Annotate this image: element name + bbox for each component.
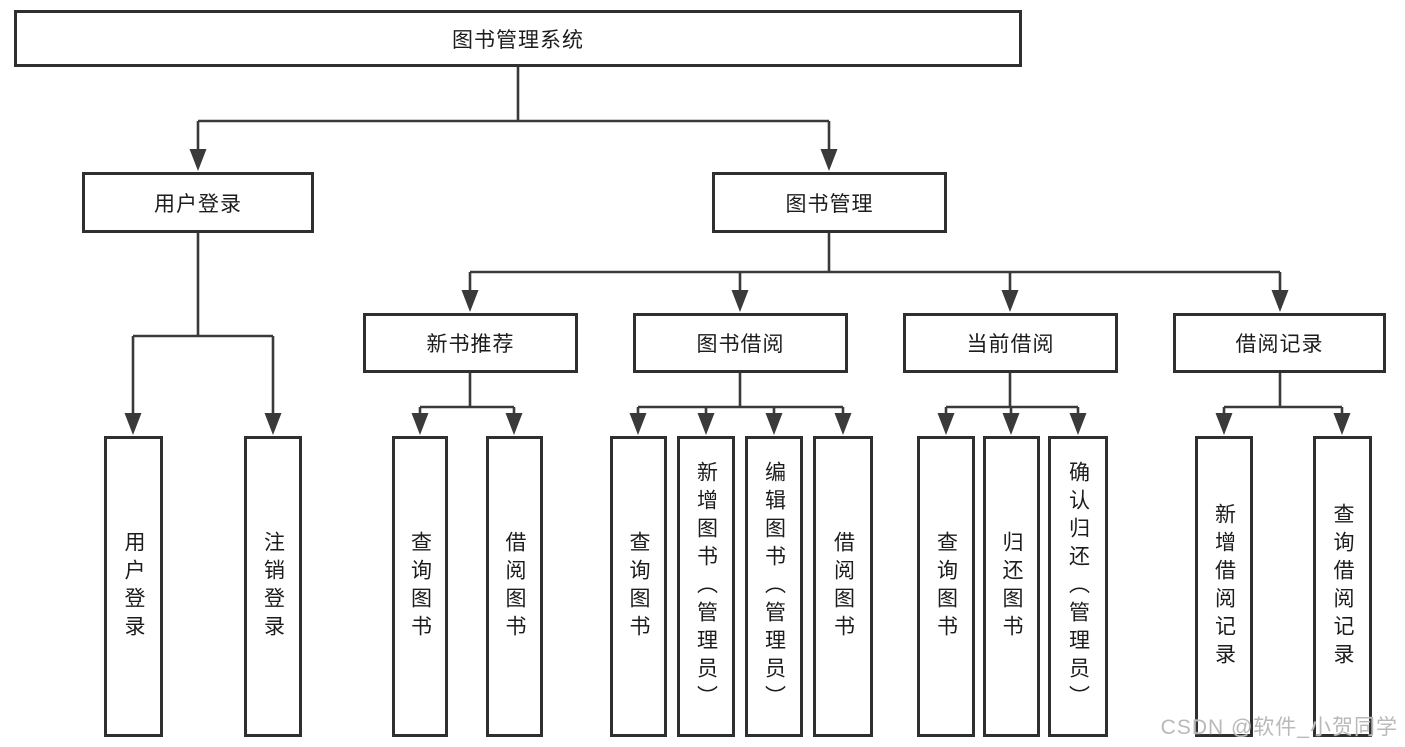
leaf-return-books: 归还图书 bbox=[983, 436, 1040, 737]
leaf-edit-books-admin: 编辑图书（管理员） bbox=[745, 436, 803, 737]
node-current-borrowing: 当前借阅 bbox=[903, 313, 1118, 373]
node-label: 确认归还（管理员） bbox=[1066, 460, 1090, 713]
node-label: 新增借阅记录 bbox=[1212, 502, 1236, 671]
csdn-watermark: CSDN @软件_小贺同学 bbox=[1160, 716, 1398, 739]
node-label: 查询图书 bbox=[627, 530, 650, 643]
node-label: 查询图书 bbox=[408, 530, 432, 643]
leaf-query-books-3: 查询图书 bbox=[917, 436, 975, 737]
node-new-book-recommend: 新书推荐 bbox=[363, 313, 578, 373]
leaf-confirm-return-admin: 确认归还（管理员） bbox=[1048, 436, 1108, 737]
node-label: 借阅记录 bbox=[1235, 333, 1324, 356]
leaf-borrow-books-1: 借阅图书 bbox=[486, 436, 543, 737]
leaf-query-books-2: 查询图书 bbox=[610, 436, 667, 737]
node-library-management-system: 图书管理系统 bbox=[14, 10, 1022, 67]
node-user-login-branch: 用户登录 bbox=[82, 172, 314, 233]
node-label: 新书推荐 bbox=[426, 333, 515, 356]
node-book-management-branch: 图书管理 bbox=[712, 172, 947, 233]
leaf-borrow-books-2: 借阅图书 bbox=[813, 436, 873, 737]
node-label: 用户登录 bbox=[122, 530, 145, 643]
leaf-user-login: 用户登录 bbox=[104, 436, 163, 737]
leaf-query-books-1: 查询图书 bbox=[392, 436, 448, 737]
node-label: 编辑图书（管理员） bbox=[762, 460, 786, 713]
node-label: 借阅图书 bbox=[831, 530, 855, 643]
node-label: 图书借阅 bbox=[696, 333, 785, 356]
node-label: 注销登录 bbox=[261, 530, 285, 643]
node-book-borrowing: 图书借阅 bbox=[633, 313, 848, 373]
leaf-add-books-admin: 新增图书（管理员） bbox=[677, 436, 735, 737]
node-label: 新增图书（管理员） bbox=[694, 460, 718, 713]
node-label: 查询借阅记录 bbox=[1331, 502, 1354, 671]
node-label: 图书管理系统 bbox=[452, 28, 584, 52]
node-label: 当前借阅 bbox=[966, 333, 1055, 356]
leaf-query-borrow-record: 查询借阅记录 bbox=[1313, 436, 1372, 737]
leaf-logout: 注销登录 bbox=[244, 436, 302, 737]
node-label: 查询图书 bbox=[934, 530, 958, 643]
node-label: 借阅图书 bbox=[503, 530, 526, 643]
node-label: 图书管理 bbox=[785, 192, 874, 216]
node-borrow-records: 借阅记录 bbox=[1173, 313, 1386, 373]
node-label: 归还图书 bbox=[1000, 530, 1023, 643]
leaf-add-borrow-record: 新增借阅记录 bbox=[1195, 436, 1253, 737]
node-label: 用户登录 bbox=[154, 192, 242, 216]
